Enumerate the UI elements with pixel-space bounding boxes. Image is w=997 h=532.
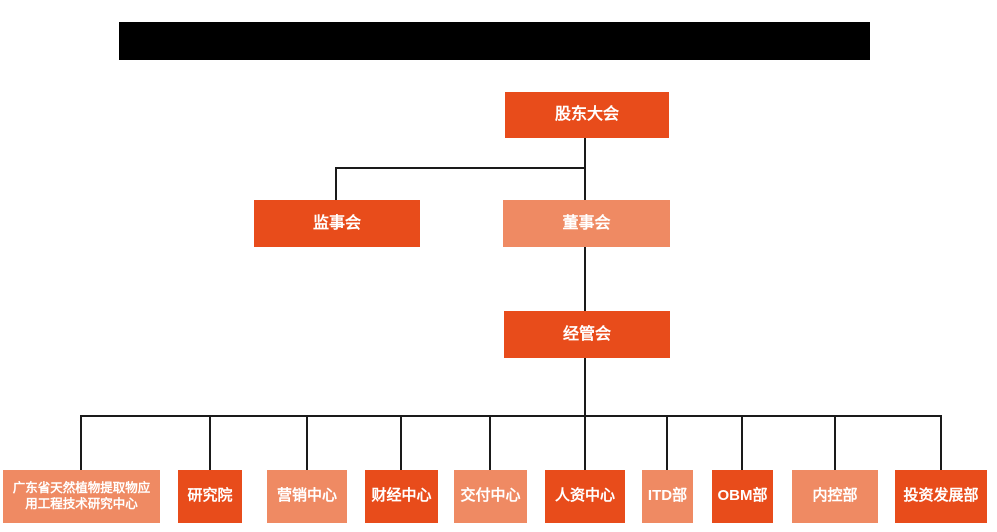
connector-drop-hr-center xyxy=(584,415,586,470)
connector-drop-itd-dept xyxy=(666,415,668,470)
org-node-obm-dept: OBM部 xyxy=(712,470,773,523)
connector-drop-marketing-center xyxy=(306,415,308,470)
connector-drop-internal-control-dept xyxy=(834,415,836,470)
connector-branch-supervisors-horizontal xyxy=(335,167,586,169)
org-node-finance-center: 财经中心 xyxy=(365,470,438,523)
org-node-management-committee: 经管会 xyxy=(504,311,670,358)
org-node-shareholders-meeting: 股东大会 xyxy=(505,92,669,138)
org-node-guangdong-research-center: 广东省天然植物提取物应用工程技术研究中心 xyxy=(3,470,160,523)
org-node-investment-development-dept: 投资发展部 xyxy=(895,470,987,523)
connector-shareholders-directors xyxy=(584,138,586,200)
connector-drop-finance-center xyxy=(400,415,402,470)
org-node-delivery-center: 交付中心 xyxy=(454,470,527,523)
connector-drop-guangdong-research-center xyxy=(80,415,82,470)
connector-drop-delivery-center xyxy=(489,415,491,470)
org-node-itd-dept: ITD部 xyxy=(642,470,693,523)
connector-drop-research-institute xyxy=(209,415,211,470)
connector-management-bus xyxy=(584,358,586,416)
org-node-research-institute: 研究院 xyxy=(178,470,242,523)
connector-drop-obm-dept xyxy=(741,415,743,470)
org-node-board-of-directors: 董事会 xyxy=(503,200,670,247)
org-node-internal-control-dept: 内控部 xyxy=(792,470,878,523)
org-node-marketing-center: 营销中心 xyxy=(267,470,347,523)
org-node-supervisory-board: 监事会 xyxy=(254,200,420,247)
connector-branch-supervisors-vertical xyxy=(335,167,337,200)
connector-directors-management xyxy=(584,247,586,311)
org-node-hr-center: 人资中心 xyxy=(545,470,625,523)
title-redaction-bar xyxy=(119,22,870,60)
connector-drop-investment-development-dept xyxy=(940,415,942,470)
connector-departments-bus xyxy=(80,415,942,417)
